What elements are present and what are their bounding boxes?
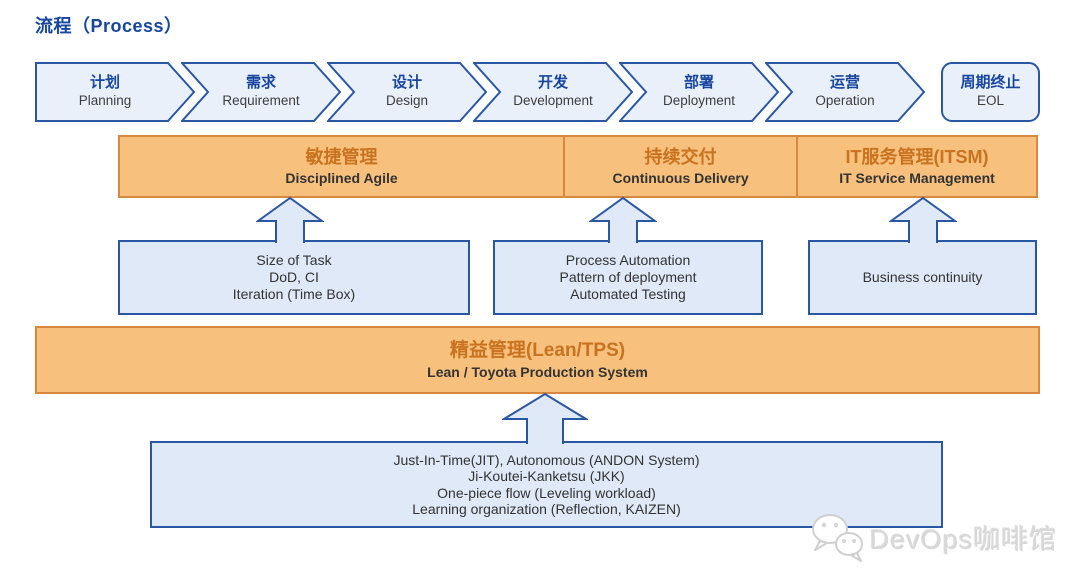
method-name-zh: IT服务管理(ITSM) xyxy=(845,146,989,167)
stage-name-zh: 设计 xyxy=(391,74,422,92)
stage-label: 需求 Requirement xyxy=(207,62,315,122)
stage-label: 部署 Deployment xyxy=(645,62,753,122)
stage-label: 计划 Planning xyxy=(41,62,169,122)
practice-line: Process Automation xyxy=(565,252,691,268)
stage-name-en: Operation xyxy=(815,92,875,108)
practice-box-itsm: Business continuity xyxy=(808,240,1037,315)
up-arrow-icon xyxy=(256,196,324,243)
process-stage-deployment: 部署 Deployment xyxy=(619,62,779,122)
watermark: DevOps咖啡馆 xyxy=(808,512,1058,562)
practice-line: DoD, CI xyxy=(269,269,319,285)
page-title: 流程（Process） xyxy=(35,16,183,36)
stage-name-en: Development xyxy=(513,92,593,108)
process-stage-development: 开发 Development xyxy=(473,62,633,122)
method-section-continuous-delivery: 持续交付 Continuous Delivery xyxy=(563,137,796,196)
chevron-shape-icon xyxy=(327,62,487,122)
practice-line: One-piece flow (Leveling workload) xyxy=(437,484,656,501)
lean-bar: 精益管理(Lean/TPS) Lean / Toyota Production … xyxy=(35,326,1040,394)
practice-line: Business continuity xyxy=(862,269,983,285)
methodology-bar: 敏捷管理 Disciplined Agile 持续交付 Continuous D… xyxy=(118,135,1038,198)
practice-line: Just-In-Time(JIT), Autonomous (ANDON Sys… xyxy=(393,451,700,468)
practice-line: Automated Testing xyxy=(570,286,686,302)
chevron-shape-icon xyxy=(619,62,779,122)
stage-name-en: EOL xyxy=(976,92,1004,108)
stage-name-zh: 周期终止 xyxy=(960,74,1021,92)
process-stage-planning: 计划 Planning xyxy=(35,62,195,122)
stage-name-zh: 需求 xyxy=(245,74,276,92)
practice-line: Ji-Koutei-Kanketsu (JKK) xyxy=(468,468,625,484)
process-stage-requirement: 需求 Requirement xyxy=(181,62,341,122)
stage-name-zh: 运营 xyxy=(829,74,860,92)
practice-line: Learning organization (Reflection, KAIZE… xyxy=(412,501,681,517)
method-name-en: Disciplined Agile xyxy=(285,170,398,187)
stage-label: 运营 Operation xyxy=(791,62,899,122)
stage-name-en: Design xyxy=(385,92,429,108)
method-name-zh: 敏捷管理 xyxy=(305,146,378,167)
chevron-shape-icon xyxy=(35,62,195,122)
method-section-disciplined-agile: 敏捷管理 Disciplined Agile xyxy=(120,137,563,196)
method-name-zh: 持续交付 xyxy=(644,146,717,167)
chevron-shape-icon xyxy=(473,62,633,122)
stage-name-zh: 计划 xyxy=(89,74,120,92)
practice-line: Pattern of deployment xyxy=(559,269,697,285)
stage-name-en: Planning xyxy=(78,92,132,108)
process-stage-operation: 运营 Operation xyxy=(765,62,925,122)
stage-label: 开发 Development xyxy=(499,62,607,122)
practice-line: Iteration (Time Box) xyxy=(232,286,356,302)
lean-name-en: Lean / Toyota Production System xyxy=(427,364,648,381)
stage-name-zh: 开发 xyxy=(537,74,568,92)
stage-name-en: Deployment xyxy=(662,92,736,108)
up-arrow-icon xyxy=(502,392,588,444)
process-stage-design: 设计 Design xyxy=(327,62,487,122)
stage-name-zh: 部署 xyxy=(683,74,714,92)
up-arrow-icon xyxy=(589,196,657,243)
method-section-itsm: IT服务管理(ITSM) IT Service Management xyxy=(796,137,1036,196)
lean-name-zh: 精益管理(Lean/TPS) xyxy=(449,339,626,361)
lean-practices-box: Just-In-Time(JIT), Autonomous (ANDON Sys… xyxy=(150,441,943,528)
process-stage-eol: 周期终止 EOL xyxy=(941,62,1040,122)
stage-name-en: Requirement xyxy=(222,92,300,108)
up-arrow-icon xyxy=(889,196,957,243)
practice-box-agile: Size of Task DoD, CI Iteration (Time Box… xyxy=(118,240,470,315)
stage-label: 设计 Design xyxy=(353,62,461,122)
chevron-shape-icon xyxy=(181,62,341,122)
wechat-icon xyxy=(812,514,863,562)
practice-line: Size of Task xyxy=(256,252,332,268)
chevron-shape-icon xyxy=(765,62,925,122)
practice-box-continuous-delivery: Process Automation Pattern of deployment… xyxy=(493,240,763,315)
watermark-label: DevOps咖啡馆 xyxy=(870,524,1058,555)
method-name-en: Continuous Delivery xyxy=(612,170,749,187)
method-name-en: IT Service Management xyxy=(839,170,995,187)
